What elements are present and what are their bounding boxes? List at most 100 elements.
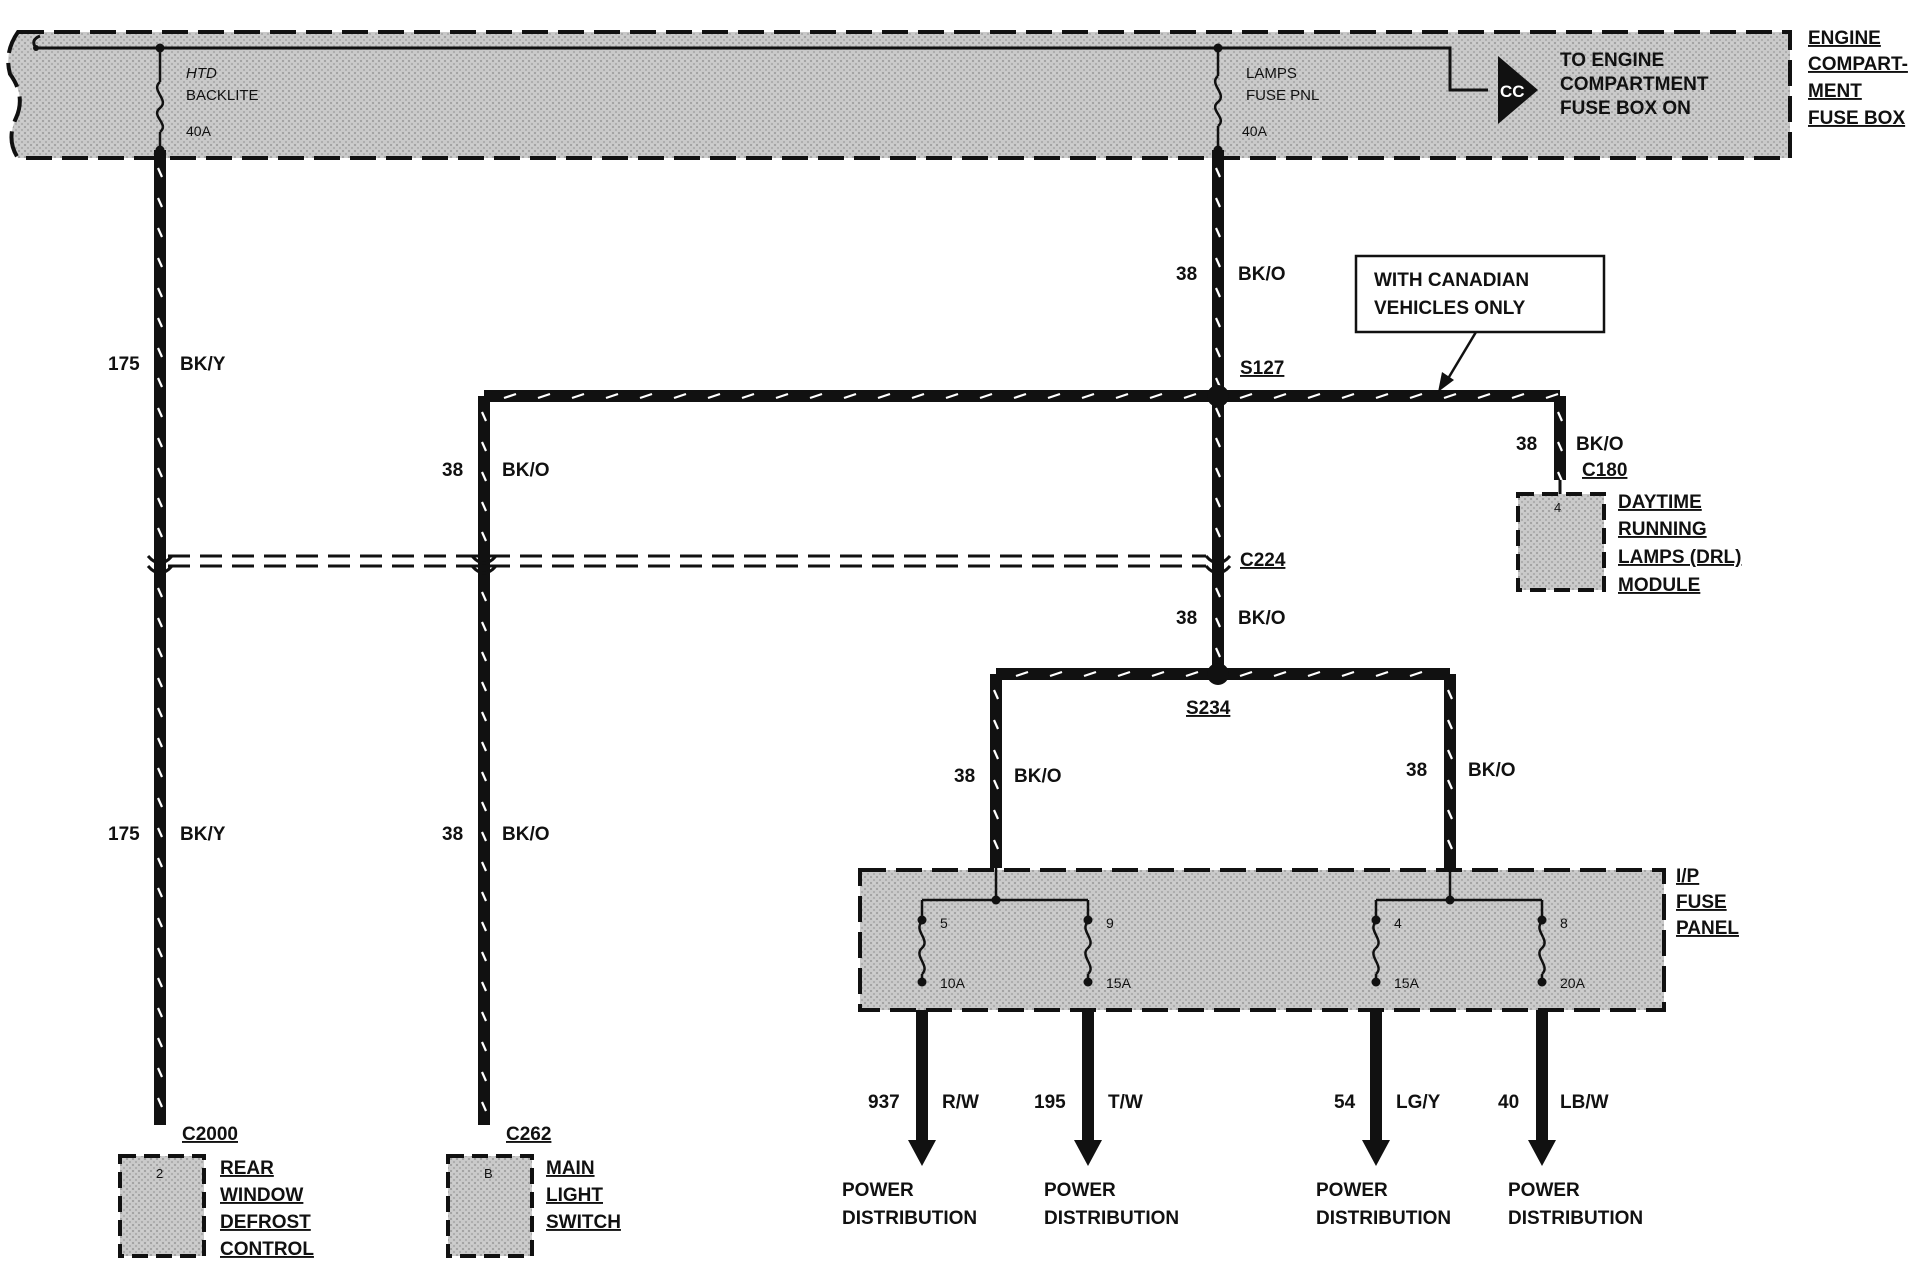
drl-pin-label: 4: [1554, 500, 1561, 515]
power-distribution-labels: POWER DISTRIBUTION POWER DISTRIBUTION PO…: [842, 1180, 1643, 1229]
wire-labels: 175 BK/Y 175 BK/Y 38 BK/O 38 BK/O 38 BK/…: [108, 264, 1624, 1113]
wire-stripe: [156, 377, 164, 388]
ip-title-line3: PANEL: [1676, 918, 1739, 939]
wire-stripe: [605, 392, 619, 400]
wire-stripe: [1214, 467, 1222, 478]
wire-stripe: [156, 1097, 164, 1108]
wire-stripe: [1477, 392, 1491, 400]
wire-stripe: [156, 347, 164, 358]
c224-label: C224: [1240, 550, 1286, 571]
engine-fuse-box: HTD BACKLITE 40A LAMPS FUSE PNL 40A CC T…: [6, 30, 1792, 160]
w38-left-upper-color: BK/O: [502, 460, 550, 481]
wire-stripe: [1115, 392, 1129, 400]
wire-stripe: [156, 1067, 164, 1078]
wire-stripe: [571, 392, 585, 400]
ip-fuse-rating: 10A: [940, 975, 966, 991]
wire-stripe: [809, 392, 823, 400]
main-light-line1: MAIN: [546, 1158, 595, 1179]
w40-color: LB/W: [1560, 1092, 1609, 1113]
ip-fuse-rating: 15A: [1106, 975, 1132, 991]
drl-line4: MODULE: [1618, 575, 1700, 596]
wire-stripe: [480, 471, 488, 482]
w38-ip-left-circuit: 38: [954, 766, 975, 787]
w937-circuit: 937: [868, 1092, 900, 1113]
wire-stripe: [503, 392, 517, 400]
wire-stripe: [911, 392, 925, 400]
wire-stripes: [156, 167, 1564, 1112]
wire-stripe: [1214, 587, 1222, 598]
wire-stripe: [480, 741, 488, 752]
w195-circuit: 195: [1034, 1092, 1066, 1113]
w38-ip-right-color: BK/O: [1468, 760, 1516, 781]
w175-lower-color: BK/Y: [180, 824, 226, 845]
rear-defrost-line2: WINDOW: [220, 1185, 303, 1206]
drl-line3: LAMPS (DRL): [1618, 547, 1741, 568]
wire-stripe: [156, 917, 164, 928]
wire-stripe: [1556, 411, 1564, 422]
wire-stripe: [480, 771, 488, 782]
wire-stripe: [156, 1007, 164, 1018]
c2000-label: C2000: [182, 1124, 238, 1145]
drl-line2: RUNNING: [1618, 519, 1707, 540]
wire-stripe: [1446, 719, 1454, 730]
wire-stripe: [1151, 670, 1165, 678]
wire-stripe: [639, 392, 653, 400]
w937-color: R/W: [942, 1092, 979, 1113]
w38-left-lower-color: BK/O: [502, 824, 550, 845]
htd-backlite-fuse: HTD BACKLITE 40A: [155, 43, 259, 155]
wire-stripe: [1307, 670, 1321, 678]
wire-stripe: [1446, 749, 1454, 760]
wire-stripe: [877, 392, 891, 400]
w38-left-lower-circuit: 38: [442, 824, 463, 845]
wire-stripe: [156, 257, 164, 268]
wire-stripe: [1083, 670, 1097, 678]
w38-mid-color: BK/O: [1238, 608, 1286, 629]
c262-label: C262: [506, 1124, 551, 1145]
wire-stripe: [156, 497, 164, 508]
wire-stripe: [1214, 257, 1222, 268]
wire-stripe: [480, 711, 488, 722]
rear-defrost-line4: CONTROL: [220, 1239, 314, 1260]
main-light-switch: B MAIN LIGHT SWITCH: [446, 1154, 621, 1258]
w175-upper-circuit: 175: [108, 354, 140, 375]
w195-color: T/W: [1108, 1092, 1143, 1113]
wire-stripe: [992, 749, 1000, 760]
w38-drl-color: BK/O: [1576, 434, 1624, 455]
wire-stripe: [156, 1037, 164, 1048]
ip-fuse-number: 5: [940, 915, 948, 931]
w38-ip-left-color: BK/O: [1014, 766, 1062, 787]
wire-stripe: [480, 891, 488, 902]
w38-drl-circuit: 38: [1516, 434, 1537, 455]
output-arrows: [908, 1140, 1556, 1166]
wire-stripe: [480, 1041, 488, 1052]
callout-line2: VEHICLES ONLY: [1374, 298, 1526, 319]
wire-stripe: [1047, 392, 1061, 400]
wire-stripe: [156, 227, 164, 238]
power-dist-1-line2: DISTRIBUTION: [842, 1208, 977, 1229]
wire-stripe: [945, 392, 959, 400]
wire-stripe: [156, 647, 164, 658]
power-dist-3-line2: DISTRIBUTION: [1316, 1208, 1451, 1229]
main-light-line2: LIGHT: [546, 1185, 603, 1206]
w175-lower-circuit: 175: [108, 824, 140, 845]
ip-title-line1: I/P: [1676, 866, 1700, 887]
wire-stripe: [1214, 437, 1222, 448]
wire-stripe: [1185, 670, 1199, 678]
wire-stripe: [1214, 197, 1222, 208]
wire-stripe: [992, 719, 1000, 730]
w38-top-circuit: 38: [1176, 264, 1197, 285]
wire-stripe: [156, 587, 164, 598]
wire-stripe: [992, 839, 1000, 850]
wire-stripe: [480, 621, 488, 632]
engine-fuse-box-title: ENGINE COMPART- MENT FUSE BOX: [1808, 28, 1908, 129]
c224-connector-line: [146, 554, 1232, 575]
w54-color: LG/Y: [1396, 1092, 1441, 1113]
wire-stripe: [156, 677, 164, 688]
main-light-line3: SWITCH: [546, 1212, 621, 1233]
wire-stripe: [992, 779, 1000, 790]
wire-stripe: [480, 861, 488, 872]
